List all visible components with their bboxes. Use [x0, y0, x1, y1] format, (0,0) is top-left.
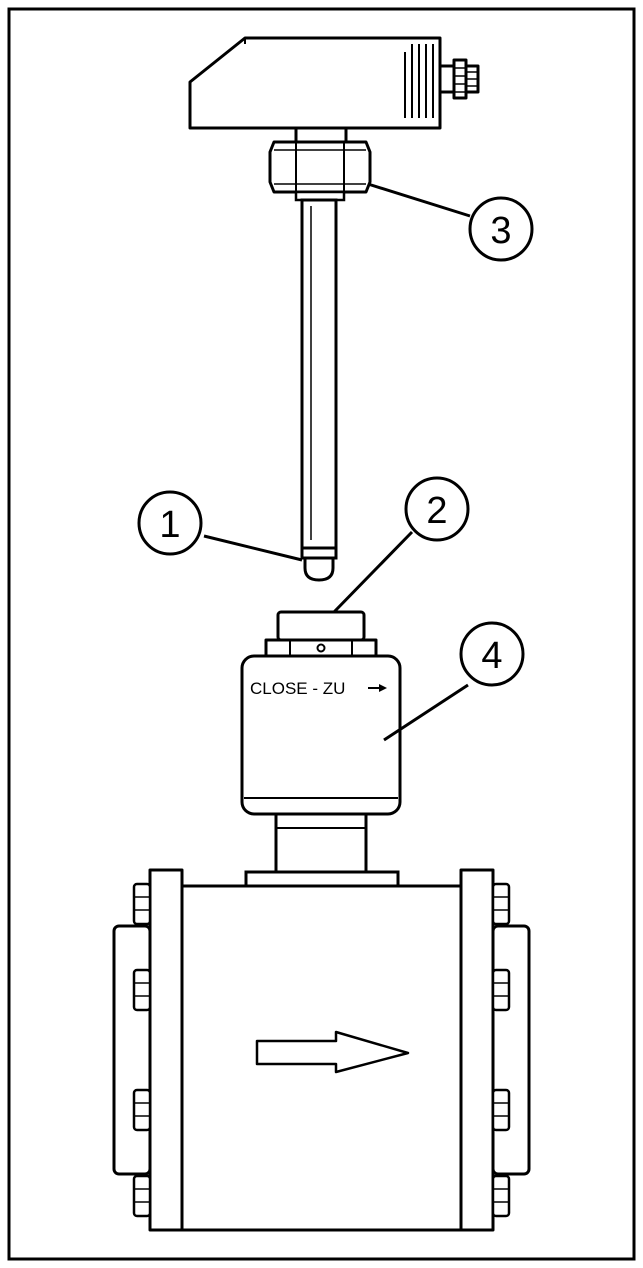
callout-2-number: 2 [426, 490, 447, 532]
callout-4: 4 [459, 621, 525, 687]
callout-2: 2 [404, 476, 470, 542]
valve-lower-stem [244, 812, 400, 888]
hex-nut [268, 140, 372, 194]
valve-top-cap [264, 610, 378, 658]
close-direction-arrow-icon [368, 684, 387, 692]
sensor-head-housing [188, 36, 480, 130]
callout-1-number: 1 [159, 504, 180, 546]
cable-connector [438, 58, 480, 100]
flow-arrow-icon [255, 1030, 410, 1074]
sensor-probe-tip [300, 546, 338, 582]
callout-1: 1 [137, 490, 203, 556]
flange-bolts-left [132, 882, 152, 1218]
sensor-neck [294, 126, 348, 144]
callout-3-number: 3 [490, 210, 511, 252]
pipe-body [112, 868, 531, 1232]
flange-bolts-right [491, 882, 511, 1218]
callout-4-number: 4 [481, 635, 502, 677]
valve-close-label: CLOSE - ZU [250, 679, 345, 698]
callout-leaders [203, 182, 471, 742]
sensor-probe-shaft [300, 198, 338, 552]
cooling-fins [404, 44, 434, 118]
callout-3: 3 [468, 196, 534, 262]
